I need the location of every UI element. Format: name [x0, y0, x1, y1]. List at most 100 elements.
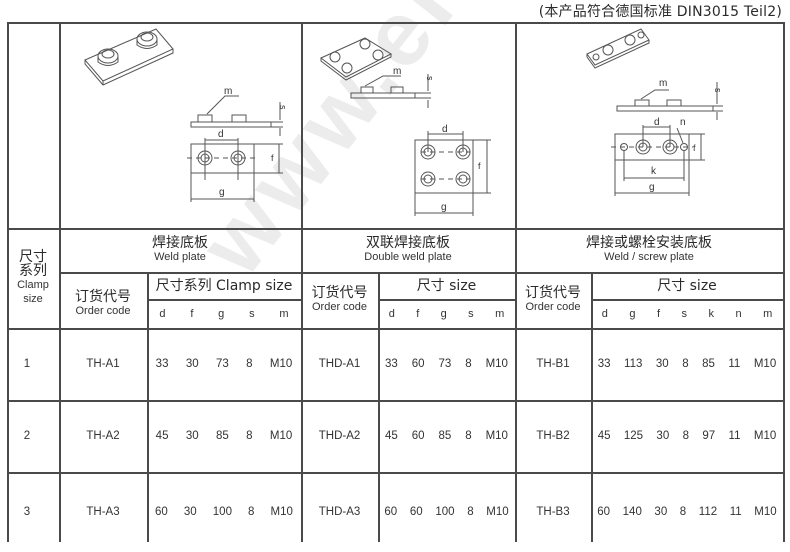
value-g: 73	[438, 358, 452, 370]
clamp-size: 2	[23, 430, 31, 442]
value-m: M10	[485, 430, 508, 442]
value-g: 140	[622, 506, 642, 518]
value-f: 30	[183, 506, 197, 518]
divider	[59, 22, 61, 542]
value-m: M10	[269, 430, 293, 442]
double-weld-plate-drawing: m s d f g	[320, 37, 491, 216]
value-d: 33	[597, 358, 611, 370]
value-f: 30	[656, 430, 670, 442]
size-header: 尺寸系列 Clamp size	[155, 277, 293, 294]
svg-text:s: s	[425, 76, 435, 81]
clamp-size: 1	[23, 358, 31, 370]
top-view: d n f k g	[611, 117, 705, 196]
col-g: g	[440, 308, 447, 320]
order-code: TH-A3	[86, 506, 120, 518]
value-s: 8	[246, 358, 253, 370]
value-s: 8	[465, 430, 472, 442]
svg-text:m: m	[224, 86, 232, 97]
divider	[147, 272, 149, 542]
value-s: 8	[679, 506, 687, 518]
value-m: M10	[754, 506, 777, 518]
value-g: 113	[624, 358, 643, 370]
col-d: d	[159, 308, 166, 320]
size-header: 尺寸 size	[416, 277, 477, 294]
col-s: s	[468, 308, 474, 320]
svg-text:g: g	[649, 182, 655, 193]
value-s: 8	[465, 358, 472, 370]
table-row: 2 TH-A2 45 30 85 8 M10 THD-A2 45 60 85 8…	[7, 400, 783, 472]
divider	[591, 272, 593, 542]
value-d: 33	[155, 358, 169, 370]
clamp-size-header: 尺寸 系列 Clamp size	[17, 249, 49, 305]
svg-text:n: n	[680, 117, 686, 128]
divider	[7, 22, 9, 542]
value-k: 112	[698, 506, 718, 518]
order-code: TH-A2	[86, 430, 120, 442]
value-m: M10	[270, 506, 293, 518]
weld-plate-drawing: m s d f g	[84, 28, 288, 202]
standard-note: (本产品符合德国标准 DIN3015 Teil2)	[538, 4, 782, 20]
column-symbols: d g f s k n m	[591, 300, 783, 328]
value-s: 8	[467, 506, 474, 518]
value-s: 8	[246, 430, 253, 442]
side-view: m s	[350, 66, 435, 108]
divider	[378, 272, 380, 542]
divider	[515, 22, 517, 542]
col-s: s	[681, 308, 688, 320]
order-code-header: 订货代号 Order code	[311, 285, 368, 313]
value-d: 60	[384, 506, 398, 518]
divider	[7, 328, 783, 330]
col-d: d	[601, 308, 608, 320]
value-n: 11	[729, 506, 742, 518]
col-f: f	[656, 308, 661, 320]
top-view: d f g	[187, 129, 283, 202]
spec-table: m s d f g m s	[7, 22, 785, 542]
svg-text:f: f	[693, 143, 696, 153]
value-m: M10	[753, 358, 777, 370]
value-d: 45	[597, 430, 611, 442]
divider	[7, 472, 783, 474]
weld-screw-plate-title: 焊接或螺栓安装底板 Weld / screw plate	[586, 235, 712, 263]
col-d: d	[388, 308, 395, 320]
isometric-plate-icon	[84, 28, 174, 86]
table-row: 1 TH-A1 33 30 73 8 M10 THD-A1 33 60 73 8…	[7, 328, 783, 400]
order-code: TH-A1	[86, 358, 120, 370]
value-g: 125	[623, 430, 644, 442]
clamp-size: 3	[23, 506, 31, 518]
divider	[7, 22, 783, 24]
divider	[7, 228, 59, 230]
value-g: 85	[215, 430, 229, 442]
divider	[301, 22, 303, 542]
svg-text:f: f	[478, 161, 481, 171]
value-n: 11	[728, 430, 741, 442]
value-f: 60	[411, 430, 425, 442]
col-f: f	[416, 308, 420, 320]
value-s: 8	[682, 430, 689, 442]
value-k: 97	[702, 430, 716, 442]
value-m: M10	[753, 430, 777, 442]
col-n: n	[735, 308, 742, 320]
value-m: M10	[486, 506, 509, 518]
value-g: 73	[215, 358, 229, 370]
side-view: m s	[190, 86, 288, 136]
value-d: 45	[384, 430, 398, 442]
col-g: g	[218, 308, 225, 320]
value-k: 85	[702, 358, 715, 370]
col-k: k	[708, 308, 714, 320]
size-header: 尺寸 size	[657, 277, 717, 294]
col-m: m	[279, 308, 289, 320]
value-f: 30	[185, 358, 199, 370]
svg-text:f: f	[271, 153, 274, 163]
divider	[591, 299, 783, 301]
value-g: 100	[435, 506, 455, 518]
value-s: 8	[682, 358, 689, 370]
svg-text:d: d	[654, 117, 660, 128]
order-code: THD-A2	[318, 430, 361, 442]
divider	[59, 228, 783, 230]
double-weld-plate-title: 双联焊接底板 Double weld plate	[364, 235, 452, 263]
value-g: 85	[438, 430, 452, 442]
top-view: d f g	[414, 124, 491, 216]
value-g: 100	[212, 506, 232, 518]
order-code-header: 订货代号 Order code	[525, 285, 581, 313]
column-symbols: d f g s m	[147, 300, 301, 328]
